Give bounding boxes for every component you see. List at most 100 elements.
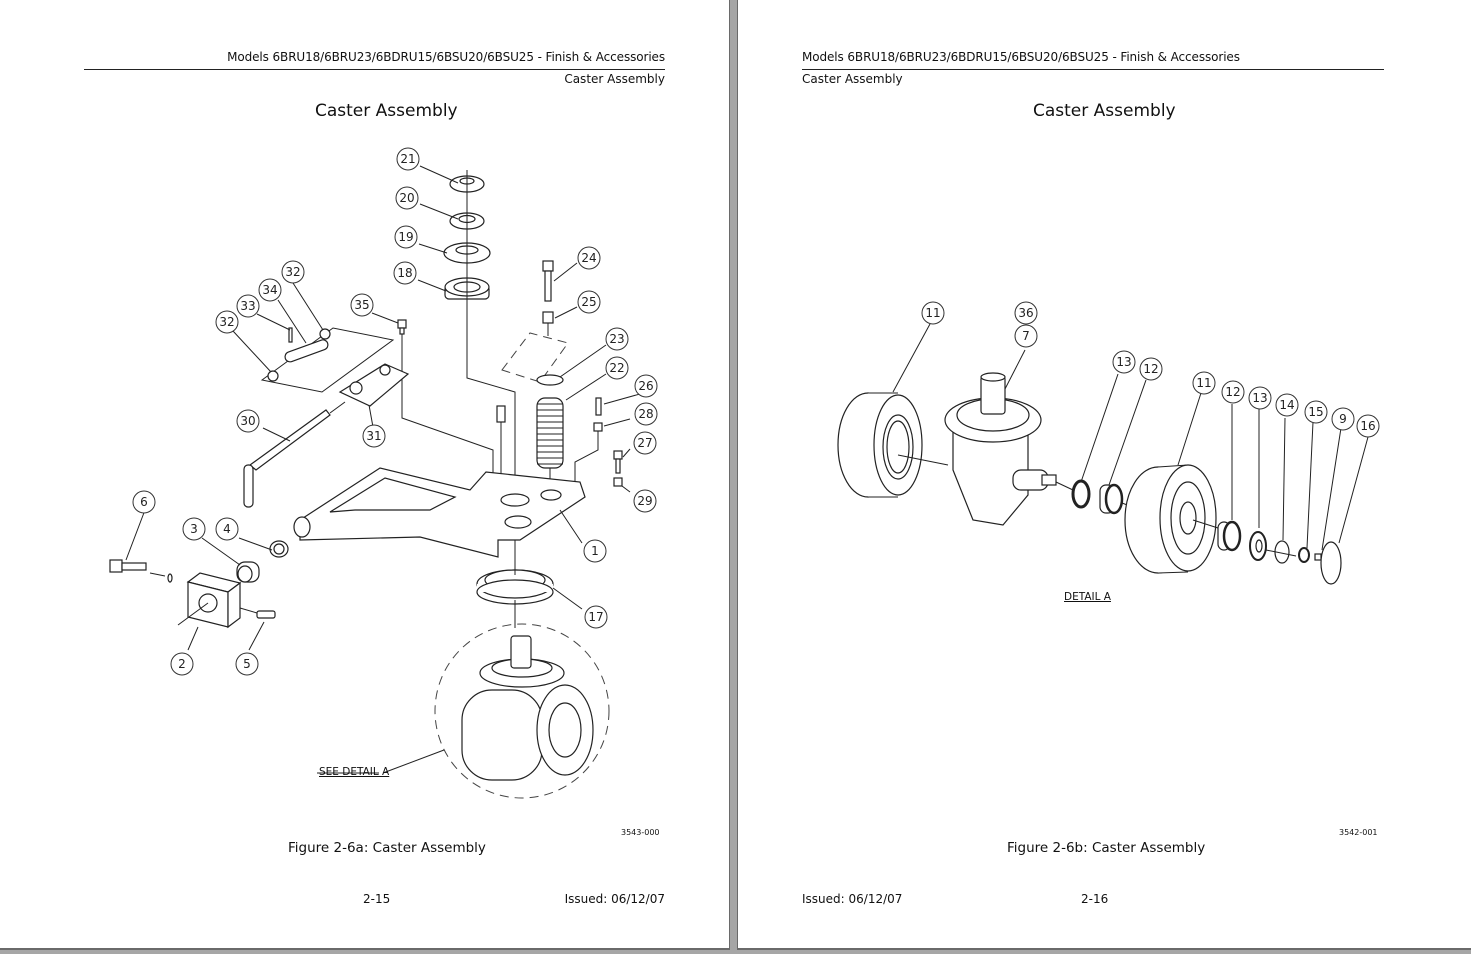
section-subheader: Caster Assembly (802, 72, 903, 86)
callout-31: 31 (362, 424, 386, 448)
callout-3: 3 (182, 517, 206, 541)
svg-text:11: 11 (1196, 376, 1211, 390)
svg-text:4: 4 (223, 522, 231, 536)
callout-14: 14 (1275, 393, 1299, 417)
screw-9 (1314, 553, 1322, 561)
callout-11b: 11 (1192, 371, 1216, 395)
callout-11: 11 (921, 301, 945, 325)
section-subheader: Caster Assembly (564, 72, 665, 86)
fitting-5 (256, 610, 276, 619)
figure-number: 3543-000 (621, 828, 660, 837)
svg-text:32: 32 (219, 315, 234, 329)
svg-text:22: 22 (609, 361, 624, 375)
svg-text:34: 34 (262, 283, 277, 297)
svg-text:16: 16 (1360, 419, 1375, 433)
svg-text:5: 5 (243, 657, 251, 671)
callout-26: 26 (634, 374, 658, 398)
svg-text:19: 19 (398, 230, 413, 244)
bolt-24 (542, 260, 554, 302)
svg-text:24: 24 (581, 251, 596, 265)
svg-text:31: 31 (366, 429, 381, 443)
svg-text:17: 17 (588, 610, 603, 624)
running-header: Models 6BRU18/6BRU23/6BDRU15/6BSU20/6BSU… (227, 50, 665, 64)
callout-33: 33 (236, 294, 260, 318)
svg-text:7: 7 (1022, 329, 1030, 343)
svg-text:27: 27 (637, 436, 652, 450)
screw-35 (397, 319, 407, 335)
figure-number: 3542-001 (1339, 828, 1378, 837)
nut-28 (593, 422, 603, 432)
bolt-27 (613, 450, 623, 474)
page-2-15: Models 6BRU18/6BRU23/6BDRU15/6BSU20/6BSU… (0, 0, 730, 950)
bearing-12b (1217, 520, 1242, 552)
svg-text:9: 9 (1339, 412, 1347, 426)
callout-32: 32 (281, 260, 305, 284)
svg-text:21: 21 (400, 152, 415, 166)
nut-15 (1298, 547, 1310, 563)
svg-text:23: 23 (609, 332, 624, 346)
callout-13b: 13 (1248, 386, 1272, 410)
callout-36: 36 (1014, 301, 1038, 325)
svg-text:6: 6 (140, 495, 148, 509)
svg-text:26: 26 (638, 379, 653, 393)
fork-7 (944, 372, 1057, 526)
svg-text:11: 11 (925, 306, 940, 320)
callout-1: 1 (583, 539, 607, 563)
callout-2: 2 (170, 652, 194, 676)
caster-frame-1 (293, 467, 586, 558)
svg-text:12: 12 (1225, 385, 1240, 399)
issued-date: Issued: 06/12/07 (564, 892, 665, 906)
page-title: Caster Assembly (315, 101, 458, 121)
svg-text:28: 28 (638, 407, 653, 421)
svg-text:33: 33 (240, 299, 255, 313)
callout-16: 16 (1356, 414, 1380, 438)
svg-text:13: 13 (1252, 391, 1267, 405)
bolt-6 (109, 559, 147, 573)
wheel-11-right (1124, 464, 1217, 574)
nut-32a (267, 370, 279, 382)
caster-wheel-assembly (461, 635, 594, 781)
page-number: 2-16 (1081, 892, 1109, 906)
exploded-diagram-2-6b: 11 36 7 13 12 11 12 13 14 15 9 16 (837, 301, 1380, 585)
callout-17: 17 (584, 605, 608, 629)
callout-32b: 32 (215, 310, 239, 334)
ring-4 (269, 540, 289, 558)
washer-13b (1249, 531, 1267, 561)
callout-5: 5 (235, 652, 259, 676)
issued-date: Issued: 06/12/07 (802, 892, 903, 906)
running-header: Models 6BRU18/6BRU23/6BDRU15/6BSU20/6BSU… (802, 50, 1240, 64)
bearing-ring-17 (476, 569, 554, 605)
callout-25: 25 (577, 290, 601, 314)
figure-caption: Figure 2-6a: Caster Assembly (288, 840, 486, 856)
svg-text:1: 1 (591, 544, 599, 558)
svg-text:18: 18 (397, 266, 412, 280)
callout-7: 7 (1014, 324, 1038, 348)
callout-22: 22 (605, 356, 629, 380)
svg-text:12: 12 (1143, 362, 1158, 376)
callout-30: 30 (236, 409, 260, 433)
svg-text:35: 35 (354, 298, 369, 312)
svg-text:3: 3 (190, 522, 198, 536)
svg-text:25: 25 (581, 295, 596, 309)
callout-29: 29 (633, 489, 657, 513)
callout-24: 24 (577, 246, 601, 270)
svg-text:13: 13 (1116, 355, 1131, 369)
svg-text:36: 36 (1018, 306, 1033, 320)
callout-12b: 12 (1221, 380, 1245, 404)
svg-text:14: 14 (1279, 398, 1294, 412)
callout-19: 19 (394, 225, 418, 249)
pedal-34 (284, 339, 329, 363)
callout-18: 18 (393, 261, 417, 285)
header-rule (802, 69, 1384, 70)
page-number: 2-15 (363, 892, 391, 906)
cup-23 (536, 374, 564, 386)
header-rule (84, 69, 665, 70)
callout-13: 13 (1112, 350, 1136, 374)
svg-text:2: 2 (178, 657, 186, 671)
callout-4: 4 (215, 517, 239, 541)
bracket-31 (338, 363, 410, 407)
callout-9: 9 (1331, 407, 1355, 431)
bushing-3 (236, 561, 260, 583)
callout-27: 27 (633, 431, 657, 455)
nut-29 (613, 477, 623, 487)
